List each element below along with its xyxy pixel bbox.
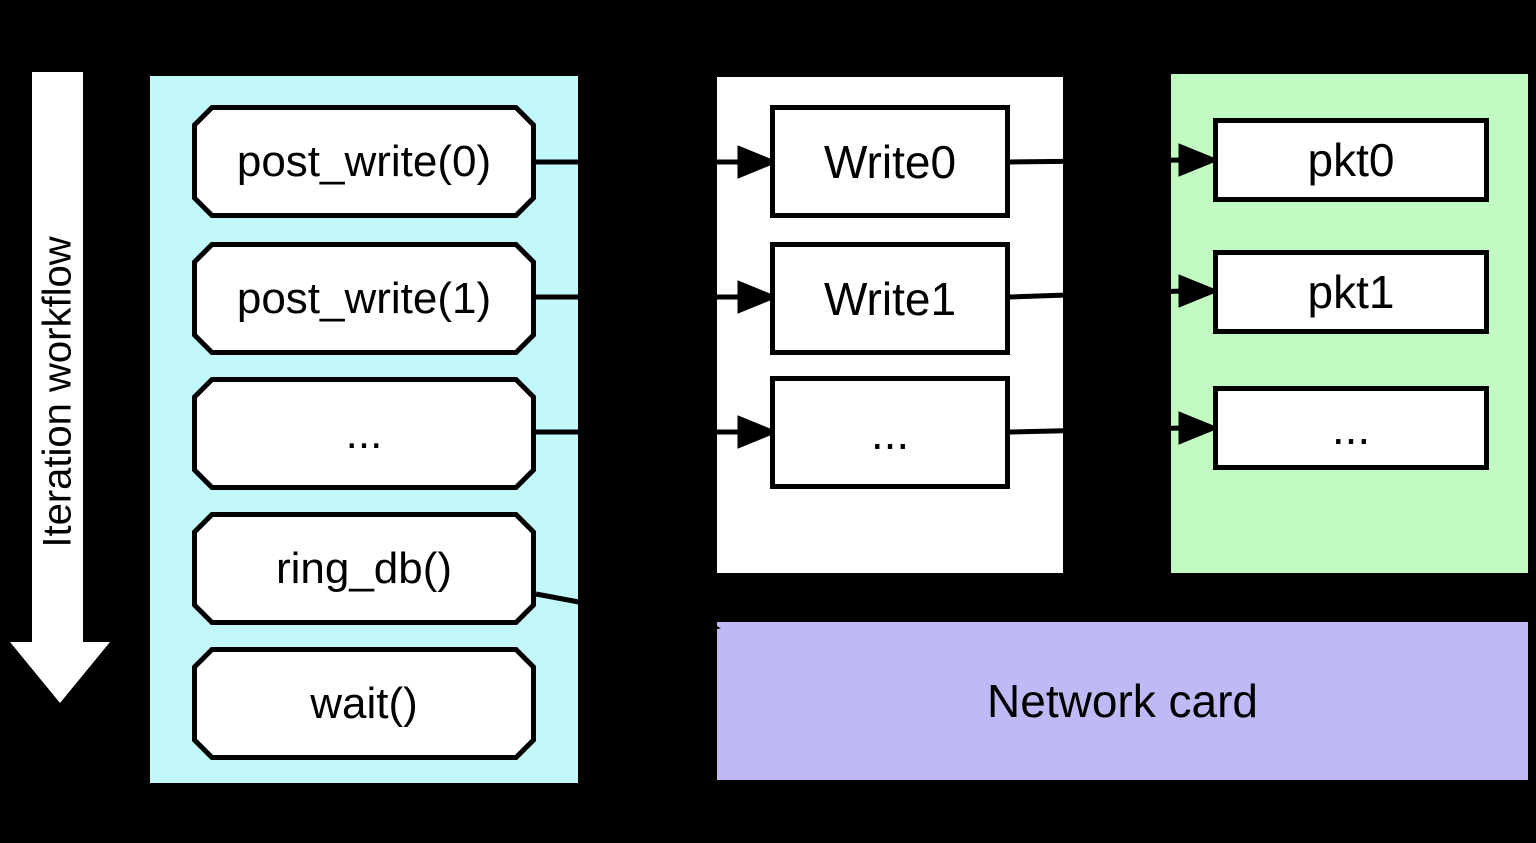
step-ring-db: ring_db() bbox=[192, 512, 536, 625]
step-wait: wait() bbox=[192, 647, 536, 760]
queue-box-write1: Write1 bbox=[770, 242, 1010, 355]
step-post-write-1: post_write(1) bbox=[192, 242, 536, 355]
octagon-shape bbox=[192, 647, 536, 760]
step-label: post_write(0) bbox=[236, 136, 492, 186]
queue-box-label: Write0 bbox=[823, 135, 957, 188]
arrowhead-nic bbox=[675, 601, 721, 635]
step-label: wait() bbox=[310, 678, 418, 728]
octagon-shape bbox=[192, 377, 536, 490]
octagon-shape bbox=[192, 512, 536, 625]
octagon-shape bbox=[192, 105, 536, 218]
packet-box-label: ... bbox=[1331, 402, 1371, 454]
queue-box-label: ... bbox=[870, 406, 910, 459]
packet-box-label: pkt0 bbox=[1307, 134, 1395, 186]
packet-box-label: pkt1 bbox=[1307, 266, 1395, 318]
workflow-axis-label: Iteration workflow bbox=[35, 236, 80, 548]
network-card-label: Network card bbox=[987, 675, 1258, 727]
step-label: post_write(1) bbox=[236, 273, 492, 323]
step-ellipsis: ... bbox=[192, 377, 536, 490]
queue-box-ellipsis: ... bbox=[770, 376, 1010, 489]
queue-box-write0: Write0 bbox=[770, 105, 1010, 218]
queue-box-label: Write1 bbox=[823, 272, 957, 325]
packet-box-ellipsis: ... bbox=[1213, 386, 1489, 470]
network-card-panel: Network card bbox=[717, 622, 1528, 780]
octagon-shape bbox=[192, 242, 536, 355]
workflow-down-arrow-icon bbox=[10, 72, 110, 703]
packet-box-pkt1: pkt1 bbox=[1213, 250, 1489, 334]
packet-box-pkt0: pkt0 bbox=[1213, 118, 1489, 202]
step-label: ... bbox=[345, 408, 383, 458]
step-label: ring_db() bbox=[275, 543, 453, 593]
step-post-write-0: post_write(0) bbox=[192, 105, 536, 218]
